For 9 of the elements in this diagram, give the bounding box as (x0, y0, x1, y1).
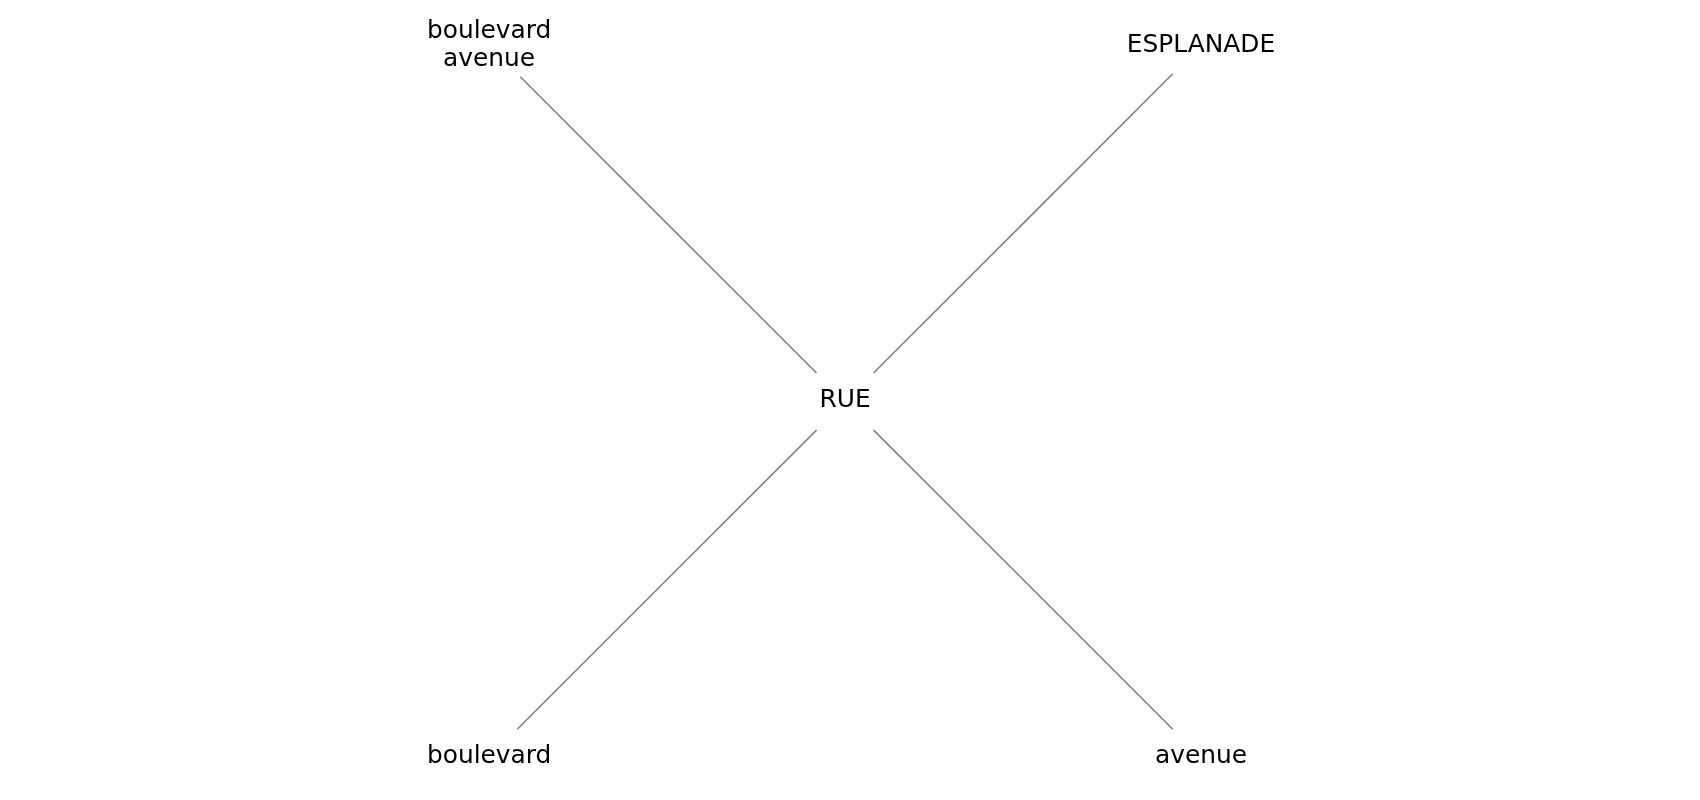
node-text: boulevard (426, 740, 551, 770)
connector (516, 429, 817, 731)
connector (872, 73, 1174, 374)
node-text: boulevard avenue (426, 14, 551, 72)
connector (872, 429, 1174, 731)
connector (519, 76, 817, 374)
node-text: avenue (1154, 740, 1247, 770)
node-text: RUE (818, 384, 871, 414)
node-text: ESPLANADE (1126, 28, 1275, 58)
